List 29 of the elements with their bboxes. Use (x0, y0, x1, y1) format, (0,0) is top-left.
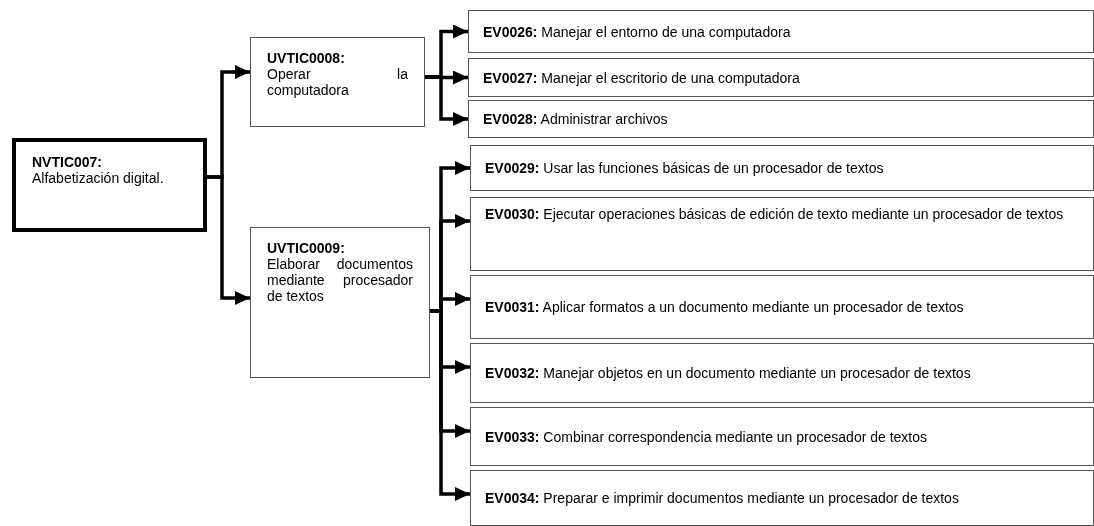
element-box (468, 58, 1094, 97)
element-text: EV0029: Usar las funciones básicas de un procesador de textos (485, 160, 885, 176)
description-text: Alfabetización digital. (32, 170, 165, 186)
unit-box (250, 227, 430, 378)
code-heading: UVTIC0009: (267, 240, 346, 256)
element-text: EV0028: Administrar archivos (483, 111, 669, 127)
element-text: EV0026: Manejar el entorno de una computadora (483, 23, 792, 40)
element-box (470, 343, 1094, 403)
element-box (470, 470, 1094, 526)
element-box (470, 197, 1094, 271)
description-text: Operar la computadora (267, 66, 408, 98)
element-text: EV0033: Combinar correspondencia mediante un procesador de textos (485, 428, 929, 445)
description-text: Elaborar documentos mediante procesador de textos (267, 256, 413, 304)
connector-arrow (207, 175, 250, 305)
element-box (470, 407, 1094, 466)
code-heading: UVTIC0008: (267, 50, 346, 66)
element-text: EV0034: Preparar e imprimir documentos mediante un procesador de textos (485, 490, 960, 506)
element-box (468, 100, 1094, 138)
qualification-box (12, 138, 207, 232)
unit-box (250, 37, 425, 127)
code-heading: NVTIC007: (32, 154, 104, 170)
element-text: EV0031: Aplicar formatos a un documento mediante un procesador de textos (485, 299, 965, 315)
element-box (468, 10, 1094, 53)
element-text: EV0027: Manejar el escritorio de una computadora (483, 69, 801, 86)
element-text: EV0030: Ejecutar operaciones básicas de edición de texto mediante un procesador de textos (485, 206, 1065, 222)
element-text: EV0032: Manejar objetos en un documento mediante un procesador de textos (485, 365, 972, 381)
element-box (470, 145, 1094, 191)
connector-arrow (425, 75, 468, 126)
element-box (470, 275, 1094, 339)
